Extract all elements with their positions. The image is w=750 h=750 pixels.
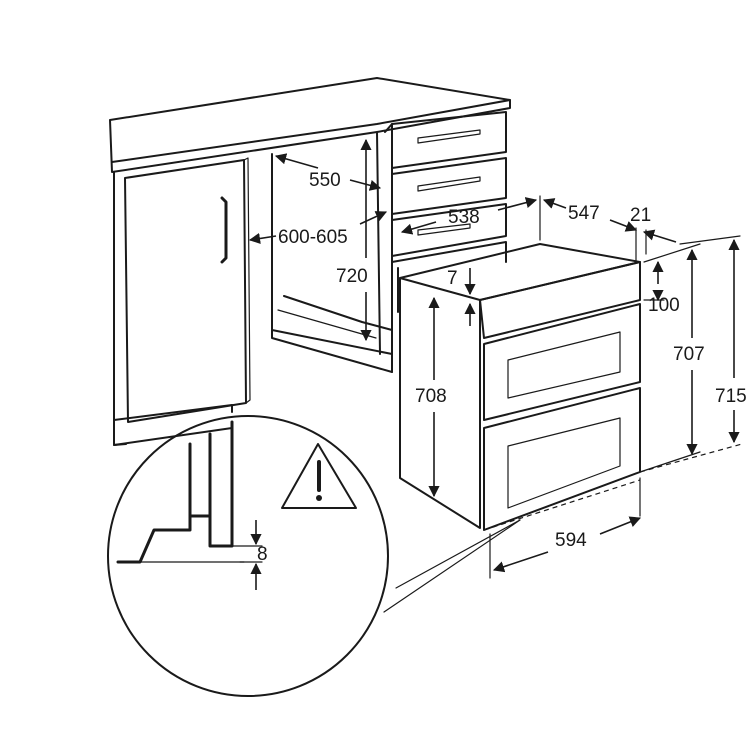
dimension-lines [248,138,743,579]
upper-oven-door [483,303,641,421]
label-oven-width: 594 [555,530,587,551]
label-cabinet-depth: 550 [309,170,341,191]
label-oven-cutout-depth: 538 [448,207,480,228]
label-overall-height: 715 [715,386,747,407]
control-panel [479,261,641,339]
dimension-labels: 550 600-605 720 538 547 21 7 100 708 707… [257,170,747,565]
label-front-thickness: 21 [630,205,651,226]
double-oven [399,243,641,531]
label-detail-gap: 8 [257,544,268,565]
label-top-gap: 7 [447,268,458,289]
label-oven-depth: 547 [568,203,600,224]
drawer-2 [391,157,507,215]
kitchen-cabinet [109,77,511,446]
label-control-panel-height: 100 [648,295,680,316]
label-oven-front-height: 707 [673,344,705,365]
detail-circle [107,415,389,697]
label-oven-body-height: 708 [415,386,447,407]
label-cabinet-width: 600-605 [278,227,348,248]
worktop [109,77,511,173]
drawer-1 [391,111,507,169]
drawer-3 [391,203,507,257]
door-handle [220,196,228,264]
label-cabinet-height: 720 [336,266,368,287]
warning-triangle-icon [281,443,357,509]
detail-callout [107,415,521,697]
left-cabinet-door [124,159,247,423]
detail-profile [116,420,234,564]
